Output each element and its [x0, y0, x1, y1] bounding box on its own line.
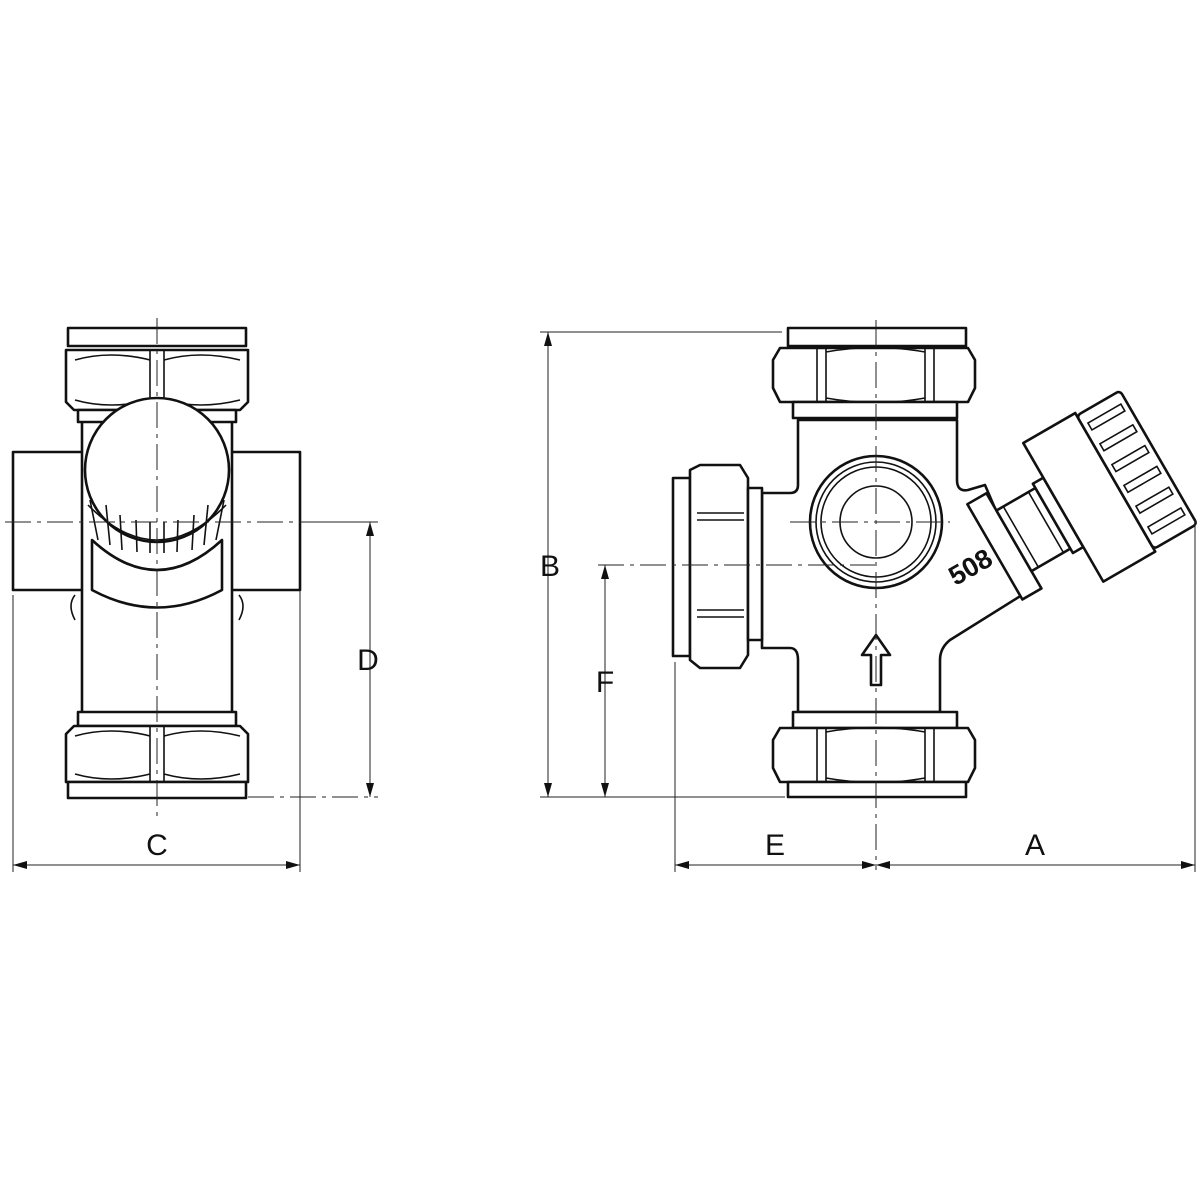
bottom-cap: [786, 780, 968, 799]
front-view: 508: [671, 320, 1197, 870]
right-stub: [224, 450, 302, 592]
dimension-a: A: [876, 520, 1196, 872]
dimension-e: E: [674, 662, 876, 872]
bottom-nut: [771, 726, 977, 784]
dimension-label-b: B: [540, 550, 560, 583]
dimension-b: B: [540, 331, 785, 798]
top-cap: [786, 326, 968, 348]
left-stub: [11, 450, 90, 592]
side-view: [5, 318, 320, 822]
angled-knob-assembly: [966, 390, 1197, 601]
left-nut: [688, 463, 750, 670]
top-nut: [771, 346, 977, 404]
dimension-d: D: [248, 521, 379, 798]
dimension-label-e: E: [765, 829, 785, 862]
dimension-label-c: C: [146, 829, 168, 862]
dimension-c: C: [12, 590, 301, 872]
dimension-label-d: D: [357, 644, 379, 677]
dimension-label-a: A: [1025, 829, 1045, 862]
dimension-f: F: [596, 564, 875, 797]
left-cap: [671, 476, 692, 658]
dimension-label-f: F: [596, 666, 614, 699]
